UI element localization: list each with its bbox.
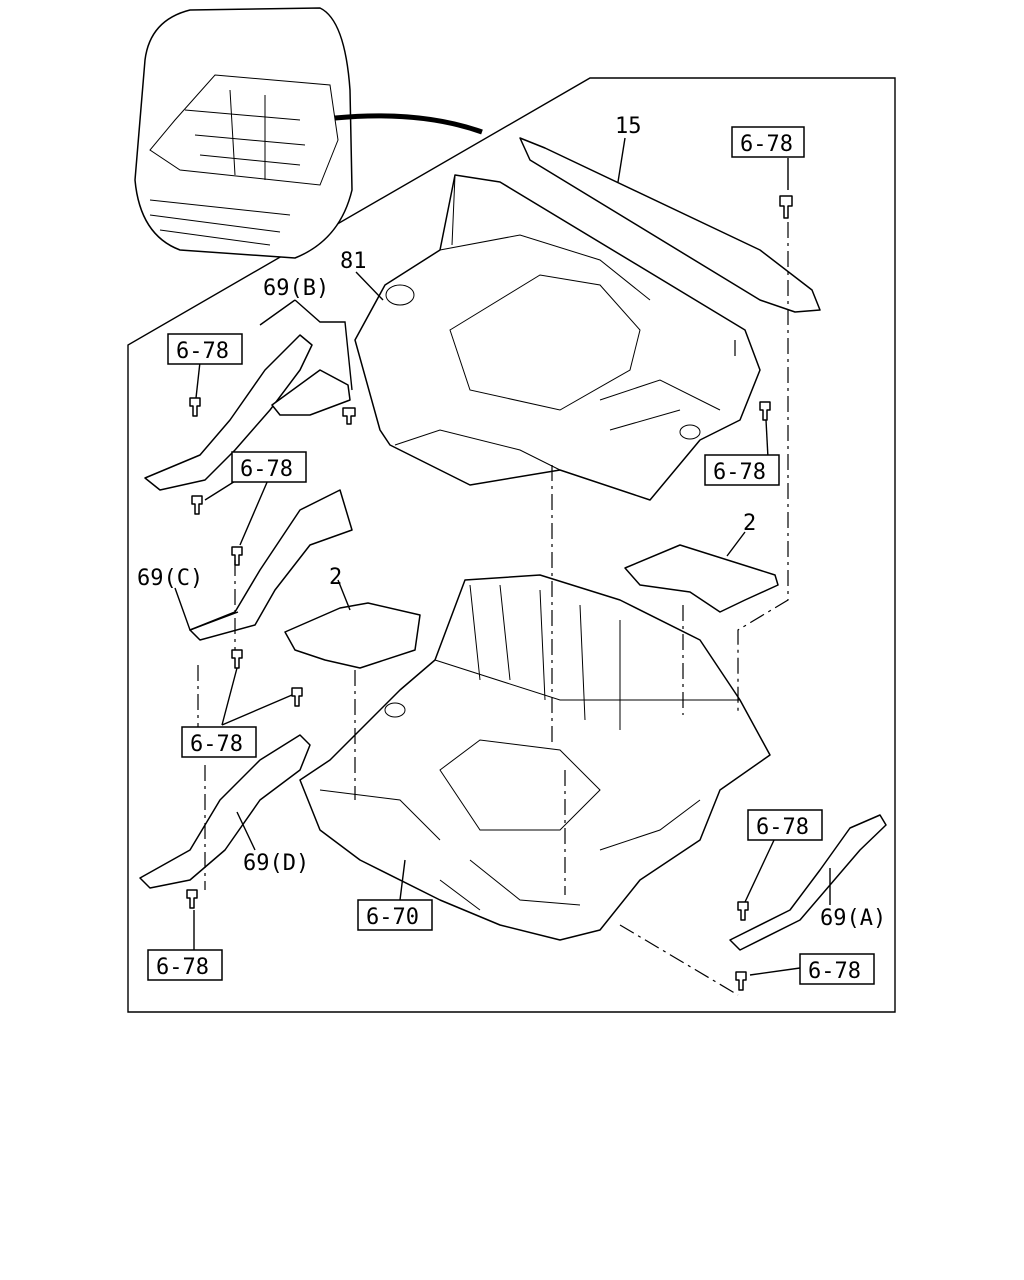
ref-box-right-bottom: 6-78	[808, 959, 861, 984]
part-69b-bracket	[271, 369, 351, 416]
part-69a-step	[729, 814, 887, 951]
part-15-rail	[519, 137, 821, 313]
part-69b-step	[144, 334, 313, 491]
ref-box-left-low: 6-78	[190, 732, 243, 757]
part-69c-member	[189, 489, 353, 641]
callout-69a: 69(A)	[820, 906, 886, 931]
callout-69b: 69(B)	[263, 276, 329, 301]
part-2-right-cover	[624, 544, 779, 613]
leader-lines	[174, 137, 831, 976]
callout-2-right: 2	[743, 511, 756, 536]
callout-69d: 69(D)	[243, 851, 309, 876]
ref-box-left-top: 6-78	[176, 339, 229, 364]
callout-81: 81	[340, 249, 367, 274]
callout-69c: 69(C)	[137, 566, 203, 591]
cab-overview-inset	[134, 7, 483, 259]
ref-box-floor: 6-70	[366, 905, 419, 930]
callout-15: 15	[615, 114, 642, 139]
ref-box-left-mid: 6-78	[240, 457, 293, 482]
ref-box-left-bottom: 6-78	[156, 955, 209, 980]
part-69d-step	[139, 734, 311, 889]
floor-panel	[299, 574, 771, 941]
fasteners	[186, 195, 793, 991]
ref-box-top-right: 6-78	[740, 132, 793, 157]
part-2-left-cover	[284, 602, 421, 669]
ref-box-right-low: 6-78	[756, 815, 809, 840]
diagram-frame	[127, 77, 896, 1013]
callout-2-left: 2	[329, 565, 342, 590]
part-81-upper-floor	[354, 174, 761, 501]
ref-box-right-mid: 6-78	[713, 460, 766, 485]
assembly-lines	[197, 222, 789, 996]
